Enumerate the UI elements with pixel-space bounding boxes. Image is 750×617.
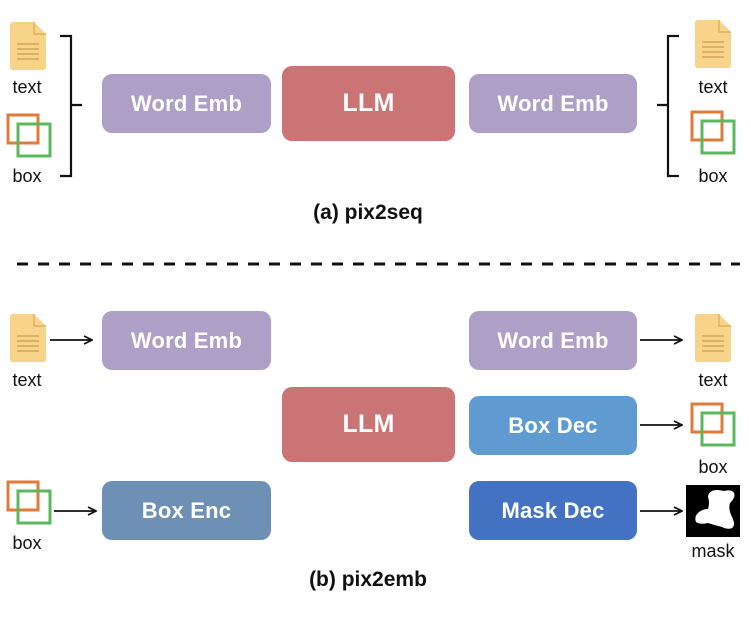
left-brace [60,34,82,178]
caption-pix2seq: (a) pix2seq [313,201,423,224]
llm-block: LLM [282,66,455,141]
document-icon [695,314,731,367]
output-label-text: text [698,77,728,97]
document-icon [10,22,46,75]
bounding-box-icon [6,113,52,164]
bounding-box-icon [6,480,52,531]
bounding-box-icon [690,402,736,453]
right-brace [657,34,679,178]
output-label-text: text [698,370,728,390]
bounding-box-icon [690,110,736,161]
input-label-box: box [12,166,42,186]
word-emb-input-block: Word Emb [102,74,271,133]
output-label-box: box [698,457,728,477]
word-emb-output-block: Word Emb [469,311,637,370]
box-enc-block: Box Enc [102,481,271,540]
llm-block: LLM [282,387,455,462]
output-label-box: box [698,166,728,186]
document-icon [695,20,731,73]
output-label-mask: mask [691,541,735,561]
caption-pix2emb: (b) pix2emb [309,568,427,591]
mask-icon [686,485,740,542]
mask-dec-block: Mask Dec [469,481,637,540]
document-icon [10,314,46,367]
word-emb-output-block: Word Emb [469,74,637,133]
input-label-box: box [12,533,42,553]
word-emb-input-block: Word Emb [102,311,271,370]
input-label-text: text [12,77,42,97]
input-label-text: text [12,370,42,390]
box-dec-block: Box Dec [469,396,637,455]
